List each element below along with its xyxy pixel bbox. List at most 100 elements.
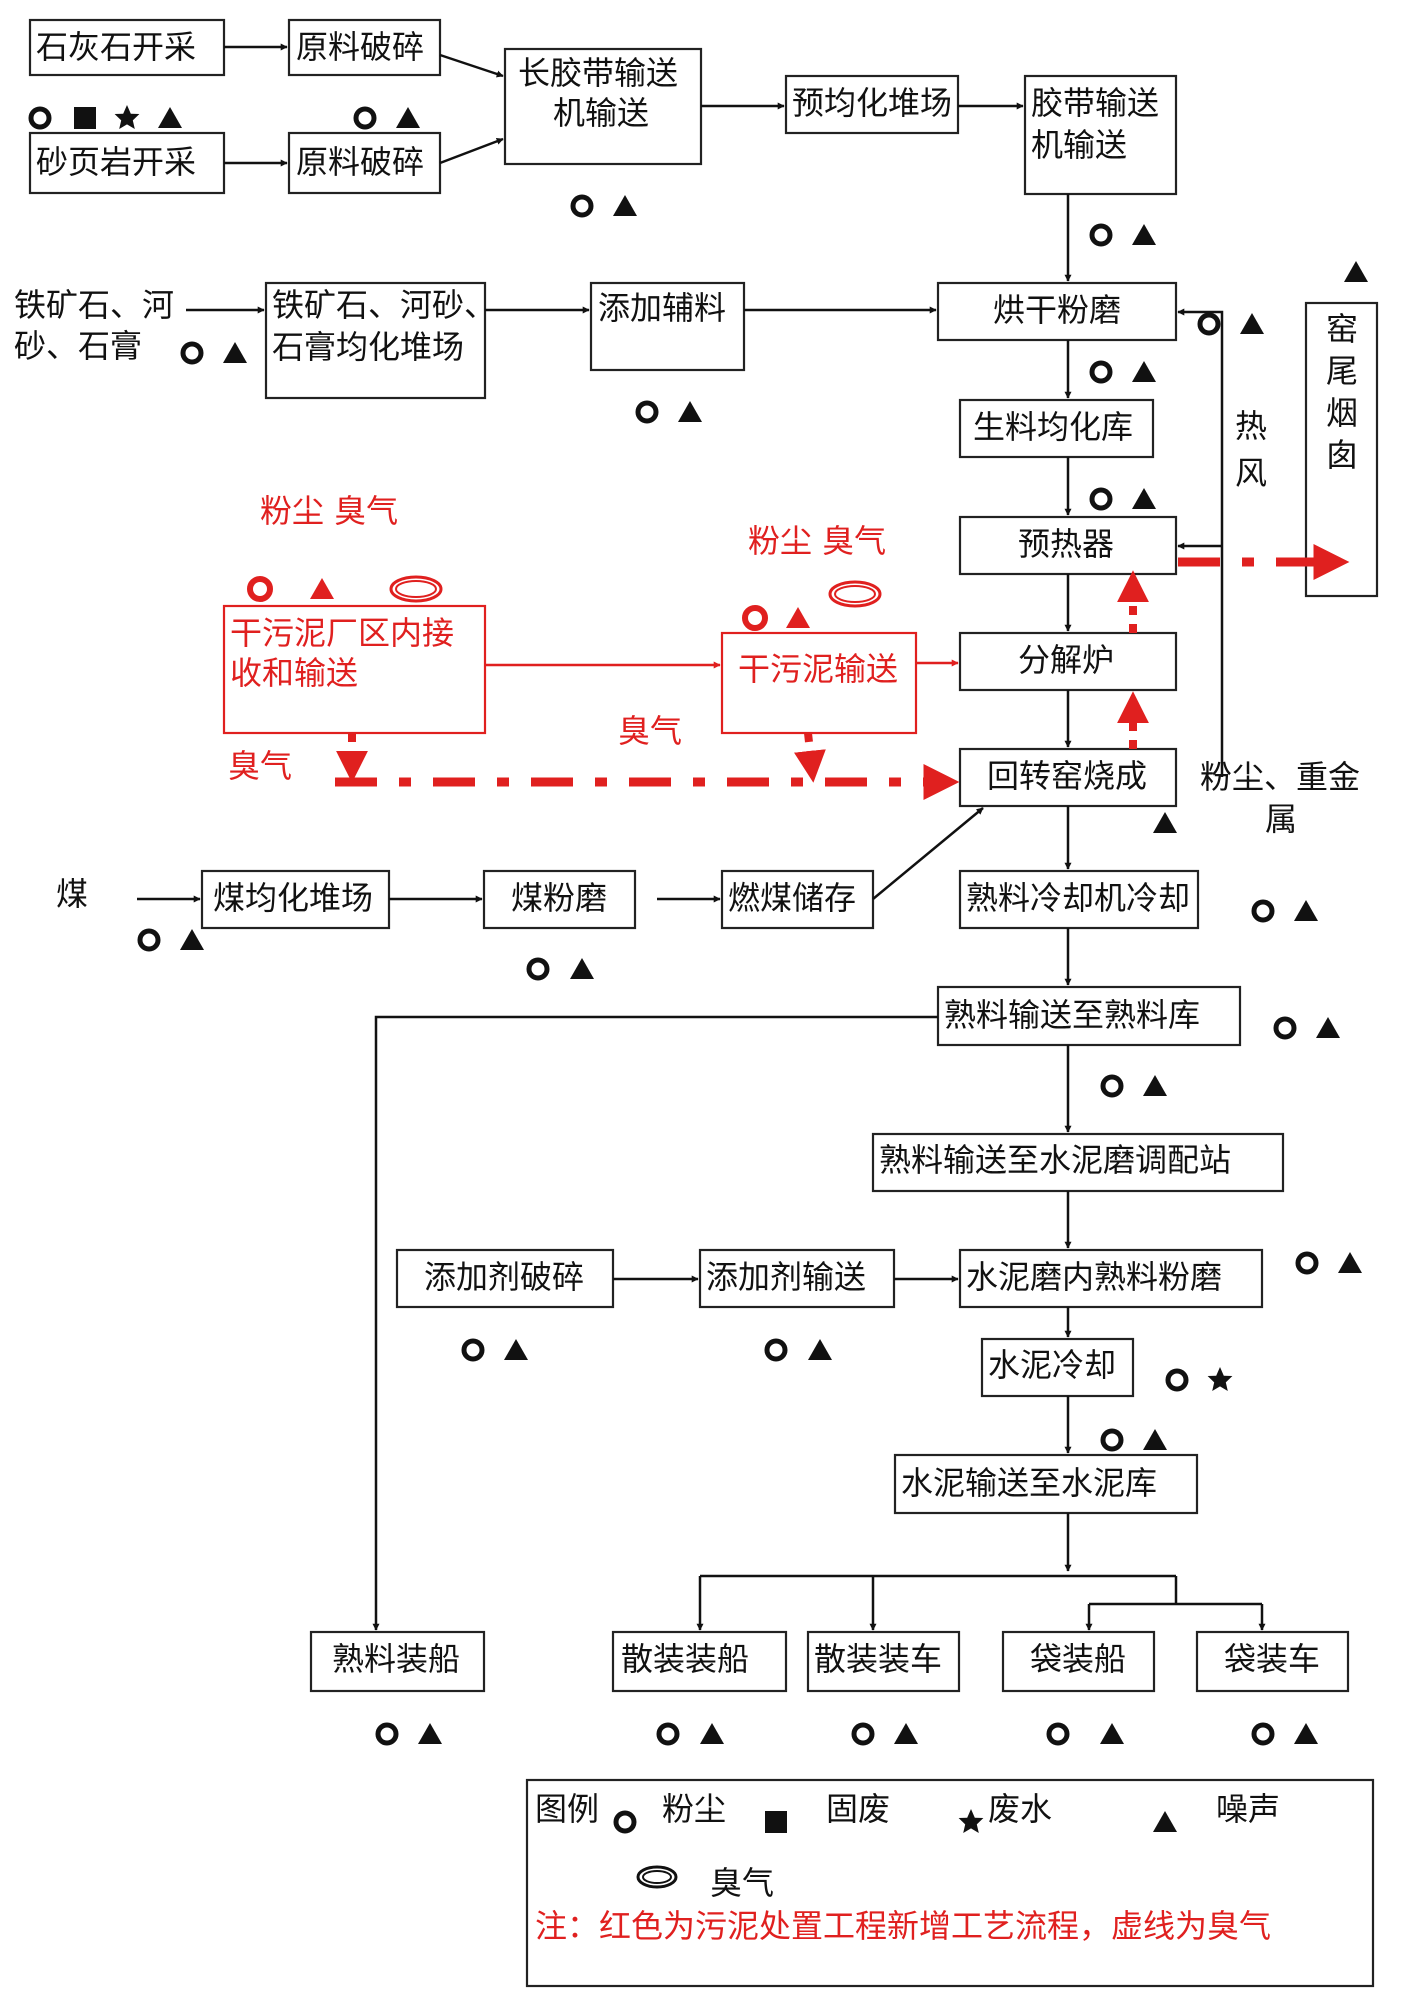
- box-clinker-to-store: 熟料输送至熟料库: [936, 985, 1242, 1047]
- box-clinker-shipping: 熟料装船: [309, 1630, 486, 1693]
- box-bulk-shipping: 散装装船: [611, 1630, 788, 1693]
- box-rotary-kiln: 回转窑烧成: [958, 747, 1178, 808]
- box-shale-mining: 砂页岩开采: [28, 131, 226, 195]
- box-prehomogenization-yard: 预均化堆场: [784, 74, 960, 135]
- legend-waste-water: 废水: [988, 1790, 1052, 1828]
- dust-icon: [638, 403, 656, 421]
- noise-icon: [1143, 1429, 1167, 1450]
- box-preheater: 预热器: [958, 515, 1178, 576]
- label-dust-heavy-metal-2: 属: [1265, 800, 1297, 838]
- label-bulk-truck: 散装装车: [814, 1640, 942, 1678]
- box-coal-mill: 煤粉磨: [482, 869, 637, 930]
- box-raw-crush-1: 原料破碎: [287, 18, 442, 77]
- box-additive-convey: 添加剂输送: [698, 1248, 896, 1309]
- label-coal-mill: 煤粉磨: [511, 879, 607, 917]
- label-shale-mining: 砂页岩开采: [36, 143, 196, 181]
- label-iron-yard-1: 铁矿石、河砂、: [272, 286, 496, 324]
- label-coal-storage: 燃煤储存: [728, 879, 856, 917]
- legend-box: [525, 1778, 1375, 1988]
- noise-icon: [1153, 812, 1177, 833]
- label-kiln-stack-1: 窑: [1326, 310, 1358, 348]
- label-raw-homogenization: 生料均化库: [973, 408, 1133, 446]
- label-kiln-stack-4: 囱: [1326, 436, 1358, 474]
- odor-icon: [389, 575, 443, 603]
- label-hot-air-1: 热: [1235, 407, 1267, 445]
- label-hot-air-2: 风: [1235, 454, 1267, 492]
- noise-icon: [1132, 361, 1156, 382]
- noise-icon: [1100, 1723, 1124, 1744]
- box-coal-storage: 燃煤储存: [720, 869, 875, 930]
- waste-water-icon: [1207, 1367, 1233, 1391]
- label-cement-to-store: 水泥输送至水泥库: [901, 1464, 1157, 1502]
- box-dry-grinding: 烘干粉磨: [936, 281, 1178, 342]
- box-belt-conveyor: 胶带输送 机输送: [1023, 74, 1178, 196]
- noise-icon: [1294, 900, 1318, 921]
- label-bag-shipping: 袋装船: [1030, 1640, 1126, 1678]
- box-bulk-truck: 散装装车: [806, 1630, 961, 1693]
- label-additive-crush: 添加剂破碎: [424, 1258, 584, 1296]
- label-long-belt-1: 长胶带输送: [518, 54, 678, 92]
- dust-icon: [1103, 1077, 1121, 1095]
- box-cement-mill: 水泥磨内熟料粉磨: [958, 1248, 1264, 1309]
- box-raw-homogenization: 生料均化库: [958, 398, 1155, 459]
- label-iron-input-2: 砂、石膏: [14, 327, 142, 365]
- label-raw-crush-1: 原料破碎: [296, 28, 424, 66]
- noise-icon: [1132, 488, 1156, 509]
- noise-icon: [894, 1723, 918, 1744]
- box-sludge-receive: 干污泥厂区内接 收和输送: [222, 604, 487, 735]
- label-sludge-receive-1: 干污泥厂区内接: [230, 614, 454, 652]
- dust-icon: [573, 197, 591, 215]
- dust-icon: [1168, 1371, 1186, 1389]
- label-clinker-to-store: 熟料输送至熟料库: [944, 996, 1200, 1034]
- label-sludge-receive-2: 收和输送: [230, 654, 358, 692]
- noise-icon: [1294, 1723, 1318, 1744]
- legend-dust: 粉尘: [662, 1790, 726, 1828]
- legend-solid-waste: 固废: [826, 1790, 890, 1828]
- dust-icon: [854, 1725, 872, 1743]
- noise-icon: [1132, 224, 1156, 245]
- box-bag-truck: 袋装车: [1195, 1630, 1350, 1693]
- label-clinker-shipping: 熟料装船: [332, 1640, 460, 1678]
- box-iron-sand-gypsum-yard: 铁矿石、河砂、 石膏均化堆场: [264, 281, 496, 400]
- label-dust-odor-2: 粉尘 臭气: [748, 522, 886, 560]
- label-calciner: 分解炉: [1018, 641, 1114, 679]
- box-cement-to-store: 水泥输送至水泥库: [893, 1453, 1199, 1515]
- label-clinker-cooling: 熟料冷却机冷却: [966, 879, 1190, 917]
- dust-icon: [1200, 315, 1218, 333]
- dust-icon: [1254, 1725, 1272, 1743]
- box-calciner: 分解炉: [958, 631, 1178, 692]
- noise-icon: [504, 1339, 528, 1360]
- odor-dashed-lines: [335, 544, 1350, 800]
- label-preheater: 预热器: [1018, 525, 1114, 563]
- box-long-belt-conveyor: 长胶带输送 机输送: [503, 47, 703, 166]
- box-add-auxiliary: 添加辅料: [589, 281, 746, 372]
- noise-icon: [310, 578, 334, 599]
- solid-waste-icon: [74, 107, 96, 129]
- noise-icon: [700, 1723, 724, 1744]
- sludge-flow-arrows: [485, 659, 959, 669]
- label-dust-odor-1: 粉尘 臭气: [260, 492, 398, 530]
- label-clinker-to-station: 熟料输送至水泥磨调配站: [879, 1141, 1231, 1179]
- dust-icon: [31, 109, 49, 127]
- label-dust-heavy-metal-1: 粉尘、重金: [1200, 758, 1360, 796]
- noise-icon: [396, 107, 420, 128]
- label-iron-yard-2: 石膏均化堆场: [272, 328, 464, 366]
- label-bag-truck: 袋装车: [1224, 1640, 1320, 1678]
- dust-icon: [1092, 363, 1110, 381]
- label-bulk-shipping: 散装装船: [621, 1640, 749, 1678]
- dust-icon: [356, 109, 374, 127]
- box-additive-crush: 添加剂破碎: [395, 1248, 615, 1309]
- box-limestone-mining: 石灰石开采: [28, 18, 226, 77]
- noise-icon: [613, 195, 637, 216]
- dust-icon: [529, 960, 547, 978]
- dust-icon: [745, 608, 765, 628]
- legend: 图例 粉尘 固废 废水 噪声 臭气 注：红色为污泥处置工程新增工艺流程，虚线为臭…: [525, 1778, 1375, 1988]
- noise-icon: [1143, 1075, 1167, 1096]
- label-coal-yard: 煤均化堆场: [213, 879, 373, 917]
- noise-icon: [678, 401, 702, 422]
- label-belt-conveyor-1: 胶带输送: [1031, 84, 1159, 122]
- label-long-belt-2: 机输送: [553, 94, 649, 132]
- dust-icon: [378, 1725, 396, 1743]
- box-clinker-to-station: 熟料输送至水泥磨调配站: [871, 1132, 1285, 1193]
